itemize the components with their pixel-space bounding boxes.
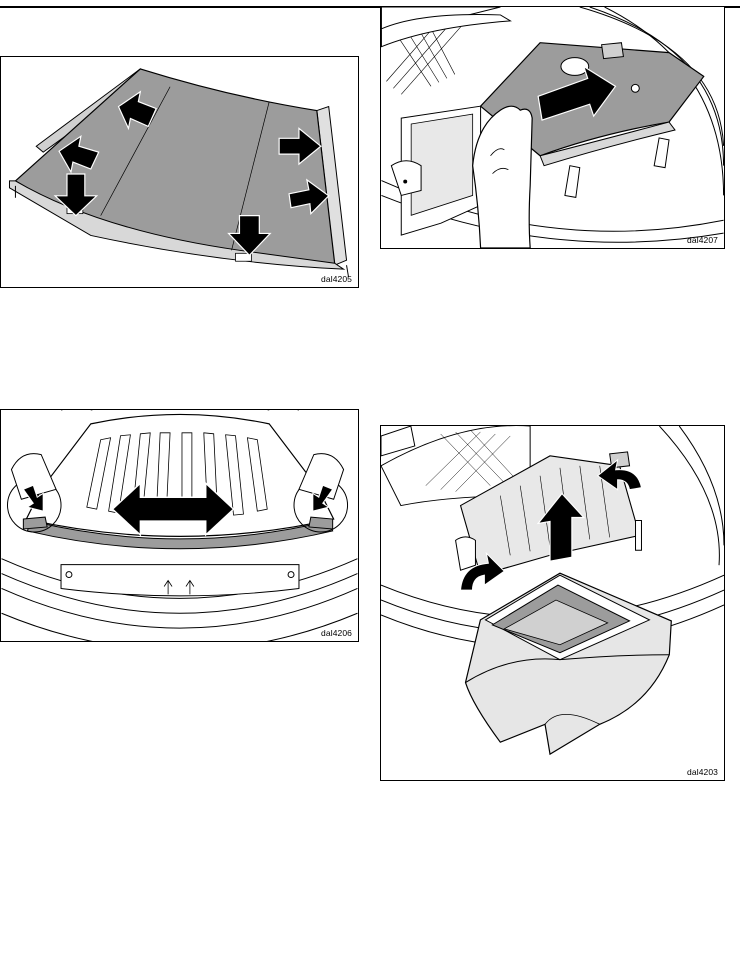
figure-filter-removed: dal4203 — [380, 425, 725, 781]
figure-code: dal4205 — [321, 274, 352, 284]
cover-panel-illustration — [1, 57, 358, 287]
figure-cover-panel: dal4205 — [0, 56, 359, 288]
figure-code: dal4203 — [687, 767, 718, 777]
grille-illustration — [1, 410, 358, 641]
hand-insert-illustration — [381, 7, 724, 248]
filter-removed-illustration — [381, 426, 724, 780]
figure-hand-insert: dal4207 — [380, 6, 725, 249]
figure-code: dal4207 — [687, 235, 718, 245]
figure-code: dal4206 — [321, 628, 352, 638]
figure-grille: dal4206 — [0, 409, 359, 642]
